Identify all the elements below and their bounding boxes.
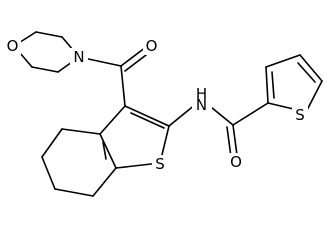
bond — [41, 128, 63, 158]
atom-label-sulfur: S — [155, 155, 165, 173]
bond — [92, 167, 117, 197]
bond — [41, 156, 56, 190]
bond — [54, 188, 94, 197]
structure-canvas: O N O H N S S O — [4, 31, 323, 197]
bond — [102, 141, 107, 160]
atom-label-hydrogen: H — [196, 85, 207, 103]
bond — [168, 103, 197, 127]
atom-label-oxygen: O — [146, 37, 158, 55]
bond — [31, 66, 59, 73]
bond — [120, 65, 126, 107]
atom-label-oxygen: O — [7, 37, 19, 55]
bond — [305, 80, 323, 113]
morpholine-amide — [78, 46, 151, 107]
bond — [130, 112, 165, 129]
bond — [61, 128, 101, 135]
atom-label-nitrogen: N — [196, 96, 207, 114]
bond — [99, 133, 117, 169]
bond — [120, 46, 147, 67]
bond — [35, 31, 63, 38]
bond — [271, 71, 275, 99]
bond — [265, 66, 269, 104]
atom-label-nitrogen: N — [73, 48, 84, 66]
bond — [226, 126, 232, 158]
morpholine-ring — [13, 31, 80, 73]
atom-labels: O N O H N S S O — [4, 37, 308, 173]
bond — [265, 54, 301, 68]
molecule-drawing: O N O H N S S O — [4, 31, 323, 197]
bond — [232, 102, 269, 126]
thiophene-amide — [168, 102, 269, 158]
bond — [99, 105, 126, 135]
atom-label-sulfur: S — [295, 106, 305, 124]
bond — [124, 51, 151, 72]
bond — [232, 124, 238, 156]
bond — [297, 62, 316, 83]
atom-label-oxygen: O — [230, 153, 242, 171]
bond — [124, 105, 170, 127]
cyclohexane-ring — [41, 128, 117, 197]
bond — [299, 54, 323, 82]
thiophene-terminal-ring — [265, 54, 323, 113]
